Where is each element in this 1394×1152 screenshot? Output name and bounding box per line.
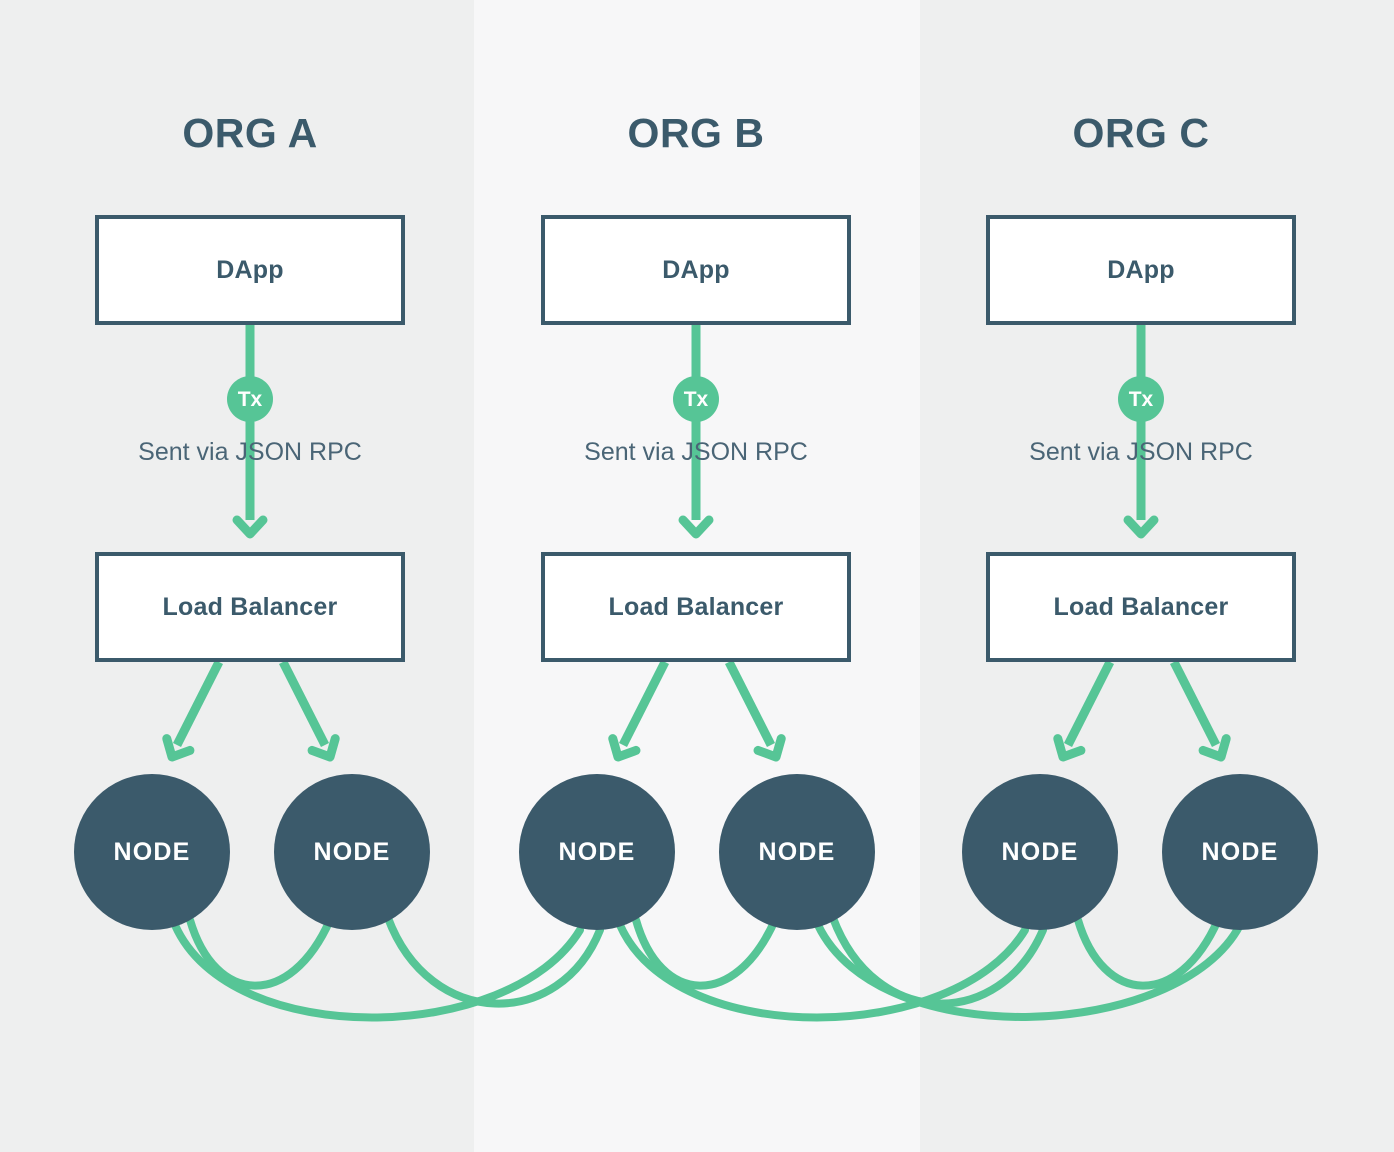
peer-node-org-b-2[interactable]: NODE [719, 774, 875, 930]
peer-node-org-b-1[interactable]: NODE [519, 774, 675, 930]
load-balancer-box-org-c[interactable]: Load Balancer [986, 552, 1296, 662]
peer-node-label-org-a-1: NODE [113, 837, 191, 866]
tx-badge-org-c[interactable]: Tx [1118, 376, 1164, 422]
dapp-box-label-org-b: DApp [662, 255, 730, 284]
load-balancer-box-org-b[interactable]: Load Balancer [541, 552, 851, 662]
rpc-caption-org-b: Sent via JSON RPC [584, 438, 808, 466]
peer-node-label-org-a-2: NODE [313, 837, 391, 866]
peer-node-label-org-b-2: NODE [758, 837, 836, 866]
peer-node-org-c-1[interactable]: NODE [962, 774, 1118, 930]
dapp-box-org-a[interactable]: DApp [95, 215, 405, 325]
peer-node-org-c-2[interactable]: NODE [1162, 774, 1318, 930]
dapp-box-org-b[interactable]: DApp [541, 215, 851, 325]
rpc-caption-org-c: Sent via JSON RPC [1029, 438, 1253, 466]
org-title-c: ORG C [1072, 110, 1210, 156]
tx-badge-org-b[interactable]: Tx [673, 376, 719, 422]
dapp-box-label-org-a: DApp [216, 255, 284, 284]
dapp-box-label-org-c: DApp [1107, 255, 1175, 284]
load-balancer-label-org-b: Load Balancer [608, 592, 784, 621]
peer-node-label-org-b-1: NODE [558, 837, 636, 866]
rpc-caption-org-a: Sent via JSON RPC [138, 438, 362, 466]
peer-node-org-a-2[interactable]: NODE [274, 774, 430, 930]
load-balancer-label-org-c: Load Balancer [1053, 592, 1229, 621]
peer-node-org-a-1[interactable]: NODE [74, 774, 230, 930]
tx-badge-label-org-a: Tx [237, 387, 263, 411]
tx-badge-label-org-c: Tx [1128, 387, 1154, 411]
peer-node-label-org-c-2: NODE [1201, 837, 1279, 866]
org-title-a: ORG A [182, 110, 318, 156]
load-balancer-box-org-a[interactable]: Load Balancer [95, 552, 405, 662]
tx-badge-label-org-b: Tx [683, 387, 709, 411]
tx-badge-org-a[interactable]: Tx [227, 376, 273, 422]
dapp-box-org-c[interactable]: DApp [986, 215, 1296, 325]
peer-node-label-org-c-1: NODE [1001, 837, 1079, 866]
load-balancer-label-org-a: Load Balancer [162, 592, 338, 621]
org-title-b: ORG B [627, 110, 765, 156]
